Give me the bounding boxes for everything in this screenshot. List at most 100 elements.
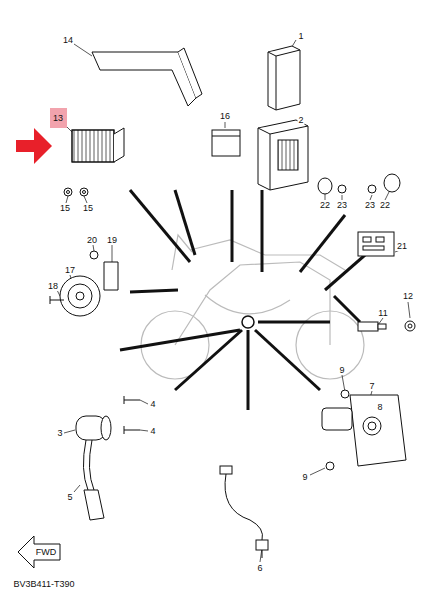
leader-lines — [140, 430, 148, 431]
horn-17 — [90, 251, 98, 259]
callout-number: 4 — [149, 426, 156, 436]
group-lines — [325, 255, 365, 290]
callout-number: 22 — [379, 200, 391, 210]
leader-lines — [310, 468, 325, 475]
callout-number: 1 — [297, 31, 304, 41]
leader-lines — [74, 485, 80, 492]
grommets — [368, 185, 376, 193]
group-lines — [261, 190, 264, 272]
throttle-sensor-7 — [326, 462, 334, 470]
leader-lines — [342, 375, 345, 392]
sensor-6 — [220, 466, 232, 474]
plate-21 — [376, 237, 384, 242]
motorcycle-outline — [141, 235, 364, 379]
throttle-sensor-7 — [322, 408, 352, 430]
ecu-case-2 — [258, 120, 308, 190]
coil-3 — [83, 440, 88, 490]
relay-16 — [212, 130, 240, 156]
motorcycle-outline — [205, 295, 290, 314]
group-lines — [120, 190, 365, 410]
callout-number: 12 — [402, 291, 414, 301]
nut-15 — [83, 191, 86, 194]
callout-number: 4 — [149, 399, 156, 409]
ecu-case-2 — [258, 126, 308, 190]
sensor-11 — [405, 321, 415, 331]
callout-number: 9 — [338, 365, 345, 375]
callout-number: 23 — [336, 200, 348, 210]
throttle-sensor-7 — [363, 417, 381, 435]
horn-17 — [76, 292, 84, 300]
sensor-11 — [358, 322, 378, 331]
group-lines — [120, 330, 240, 350]
coil-3 — [124, 396, 140, 434]
callout-number: 16 — [219, 111, 231, 121]
ecu-case-2 — [278, 140, 298, 170]
plate-21 — [358, 232, 394, 256]
coil-3 — [84, 490, 104, 520]
nut-15 — [64, 188, 88, 196]
group-lines — [255, 330, 320, 390]
throttle-sensor-7 — [322, 390, 406, 470]
direction-text: FWD — [35, 547, 58, 557]
group-lines — [175, 190, 195, 255]
grommets — [318, 178, 332, 194]
horn-17 — [68, 284, 92, 308]
callout-number: 14 — [62, 35, 74, 45]
sensor-11 — [358, 321, 415, 331]
diagram-code: BV3B411-T390 — [13, 579, 76, 589]
group-lines — [231, 190, 234, 262]
grommets — [384, 174, 400, 192]
leader-lines — [408, 302, 410, 318]
bracket-14 — [178, 48, 202, 98]
leader-lines — [93, 245, 94, 251]
leader-lines — [74, 44, 92, 56]
bracket-14 — [92, 48, 202, 106]
relay-16 — [212, 136, 240, 137]
fwd-arrow — [18, 536, 60, 568]
leader-lines — [225, 122, 226, 128]
relay-16 — [212, 130, 240, 156]
group-lines — [300, 215, 345, 272]
ecu-1 — [268, 46, 300, 110]
horn-17 — [104, 262, 118, 290]
grommets — [338, 185, 346, 193]
regulator-13 — [72, 130, 114, 162]
throttle-sensor-7 — [341, 390, 349, 398]
nut-15 — [67, 191, 70, 194]
ecu-case-2 — [258, 120, 308, 190]
leader-lines — [66, 196, 68, 203]
callout-number: 18 — [47, 281, 59, 291]
callout-number: 15 — [59, 203, 71, 213]
regulator-13 — [114, 128, 124, 162]
grommets — [318, 174, 400, 194]
sensor-6 — [256, 540, 268, 550]
callout-number: 13 — [53, 113, 63, 123]
group-lines — [130, 190, 190, 262]
group-lines — [130, 290, 178, 292]
sensor-6 — [220, 466, 268, 558]
leader-lines — [66, 126, 72, 132]
callout-number: 22 — [319, 200, 331, 210]
callout-number: 7 — [368, 381, 375, 391]
callout-number: 21 — [396, 241, 408, 251]
group-lines — [334, 296, 360, 322]
nut-15 — [80, 188, 88, 196]
group-lines — [247, 330, 250, 410]
plate-21 — [363, 246, 384, 250]
callout-number: 2 — [297, 115, 304, 125]
leader-lines — [84, 196, 87, 203]
horn-17 — [50, 296, 64, 304]
callout-number: 11 — [377, 308, 388, 318]
nut-15 — [64, 188, 72, 196]
callout-number: 17 — [64, 265, 76, 275]
ecu-1 — [268, 46, 300, 110]
plate-21 — [358, 232, 394, 256]
coil-3 — [76, 396, 140, 520]
highlight-arrow — [16, 128, 52, 164]
callout-number: 5 — [66, 492, 73, 502]
ecu-1 — [268, 50, 300, 110]
callout-number: 8 — [376, 402, 383, 412]
bracket-14 — [92, 52, 196, 106]
regulator-13 — [72, 128, 124, 162]
